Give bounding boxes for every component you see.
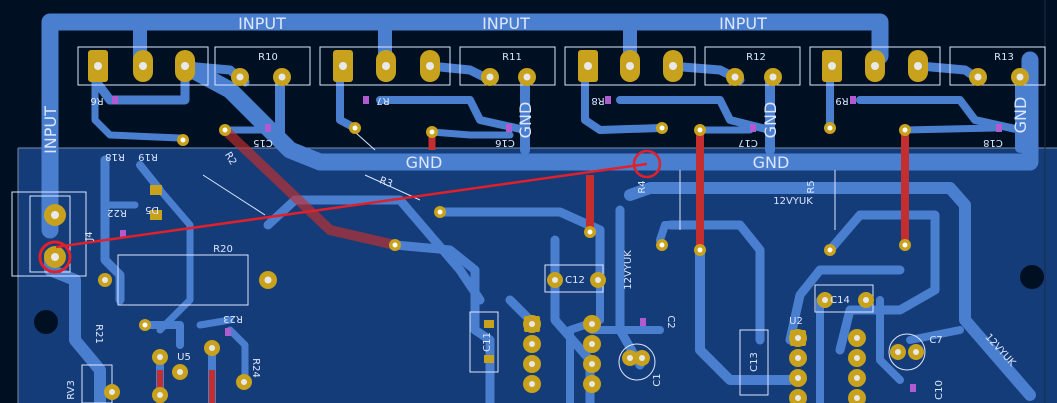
ref-c7: C7 [929,335,942,346]
ref-c2: C2 [665,315,676,328]
component-pads [44,50,1029,403]
net-label-gnd: GND [406,153,443,172]
mounting-hole [1020,265,1044,289]
ref-r13: R13 [994,52,1014,63]
ref-c12: C12 [565,275,585,286]
ref-u2: U2 [789,316,803,327]
ref-r22: R22 [107,207,127,218]
ref-c18: C18 [983,137,1003,148]
net-label-12vyuk-vertical: 12VYUK [623,250,634,290]
ref-r4: R4 [637,180,648,193]
ref-r6: R6 [90,95,103,106]
ref-c17: C17 [738,137,758,148]
ref-r19: R19 [138,151,158,162]
pad-markers [112,96,1002,392]
mounting-hole [34,310,58,334]
ref-r3: R3 [378,175,394,190]
ref-r24: R24 [250,358,261,378]
net-label-input: INPUT [482,14,530,33]
ref-j4: J4 [84,231,95,241]
ref-r18: R18 [105,151,125,162]
ref-r8: R8 [591,95,604,106]
ref-r21: R21 [93,324,104,344]
net-label-gnd: GND [753,153,790,172]
copper-traces-top [157,126,909,403]
net-label-gnd-vertical: GND [1011,97,1030,134]
ref-r10: R10 [258,52,278,63]
net-label-input: INPUT [719,14,767,33]
ref-r23: R23 [223,313,243,324]
net-label-gnd-vertical: GND [516,102,535,139]
ref-r5: R5 [806,180,817,193]
ref-c16: C16 [495,137,515,148]
ref-c10: C10 [934,380,945,400]
ref-c13: C13 [749,352,760,372]
net-label-gnd-vertical: GND [761,102,780,139]
ref-r9: R9 [835,95,848,106]
ref-d5: D5 [145,204,159,215]
ratsnest-target-circle [632,149,662,179]
ref-u5: U5 [177,352,191,363]
ref-r7: R7 [376,95,389,106]
ref-c1: C1 [652,373,663,386]
ref-c14: C14 [830,295,850,306]
ref-c11: C11 [482,332,493,352]
ref-r12: R12 [746,52,766,63]
net-label-input-vertical: INPUT [41,106,60,154]
net-label-input: INPUT [238,14,286,33]
ref-c15: C15 [253,137,273,148]
ratsnest-line [38,149,662,274]
ref-r11: R11 [502,52,522,63]
ref-r20: R20 [213,244,233,255]
net-label-12vyuk: 12VYUK [773,196,813,207]
ratsnest-source-circle [38,240,72,274]
reference-designators: R10 R11 R12 R13 R6 R7 R8 R9 C15 C16 C17 … [66,52,1014,400]
ref-rv3: RV3 [66,380,77,400]
